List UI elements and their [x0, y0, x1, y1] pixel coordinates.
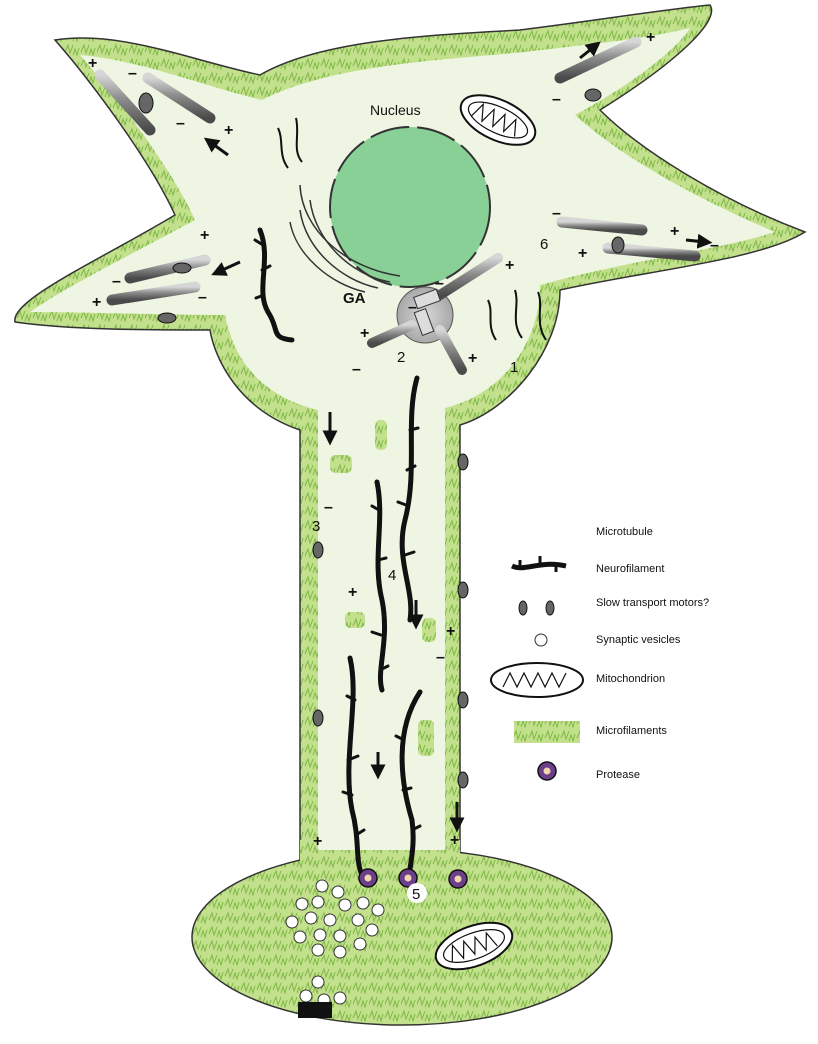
step-labels: 1 2 3 4 5 6	[312, 236, 548, 903]
svg-text:–: –	[198, 289, 207, 306]
slow-transport-motors	[138, 88, 625, 789]
svg-text:+: +	[446, 623, 455, 640]
centrosome	[367, 253, 503, 375]
nucleus-label: Nucleus	[370, 102, 421, 118]
mitochondrion-terminal	[434, 921, 514, 971]
proteases	[358, 868, 468, 889]
legend-microtubule: Microtubule	[596, 526, 653, 538]
legend-neurofilament: Neurofilament	[596, 563, 664, 575]
microtubules	[94, 36, 701, 874]
label-4: 4	[388, 567, 396, 584]
polarity-signs: +– –+ +– +– +– –+ –+ –+ +– + –+ –+ +– +	[88, 29, 719, 850]
svg-text:+: +	[450, 832, 459, 849]
svg-text:+: +	[348, 584, 357, 601]
svg-text:–: –	[112, 273, 121, 290]
label-3: 3	[312, 518, 320, 535]
nucleus: Nucleus	[329, 102, 491, 288]
legend: Microtubule Neurofilament Slow transport…	[490, 525, 709, 781]
neurofilaments	[253, 227, 423, 878]
golgi-apparatus: GA	[289, 184, 401, 307]
svg-text:+: +	[88, 55, 97, 72]
svg-text:–: –	[710, 237, 719, 254]
svg-text:–: –	[352, 361, 361, 378]
legend-mitochondrion: Mitochondrion	[596, 673, 665, 685]
transport-arrows	[203, 41, 713, 833]
svg-text:+: +	[646, 29, 655, 46]
svg-text:–: –	[176, 115, 185, 132]
legend-microfilaments: Microfilaments	[596, 725, 667, 737]
legend-motors: Slow transport motors?	[596, 597, 709, 609]
neurofilament-fragments	[277, 117, 547, 341]
svg-text:–: –	[435, 275, 444, 292]
legend-protease: Protease	[596, 769, 640, 781]
svg-text:+: +	[670, 223, 679, 240]
cytoplasm	[30, 28, 775, 850]
mitochondrion-cellbody	[459, 94, 537, 146]
svg-text:+: +	[505, 257, 514, 274]
release-site	[298, 1002, 332, 1018]
svg-text:–: –	[324, 499, 333, 516]
svg-text:–: –	[128, 65, 137, 82]
golgi-label: GA	[343, 290, 366, 307]
label-1: 1	[510, 359, 518, 376]
svg-text:+: +	[224, 122, 233, 139]
svg-text:+: +	[578, 245, 587, 262]
svg-text:+: +	[200, 227, 209, 244]
svg-text:+: +	[360, 325, 369, 342]
label-5: 5	[412, 886, 420, 903]
svg-text:+: +	[468, 350, 477, 367]
label-6: 6	[540, 236, 548, 253]
svg-text:+: +	[313, 833, 322, 850]
synaptic-vesicles	[285, 879, 385, 1007]
svg-text:–: –	[436, 649, 445, 666]
label-2: 2	[397, 349, 405, 366]
svg-text:–: –	[552, 205, 561, 222]
svg-text:+: +	[92, 294, 101, 311]
legend-vesicles: Synaptic vesicles	[596, 634, 681, 646]
svg-text:–: –	[552, 91, 561, 108]
svg-text:–: –	[408, 299, 417, 316]
